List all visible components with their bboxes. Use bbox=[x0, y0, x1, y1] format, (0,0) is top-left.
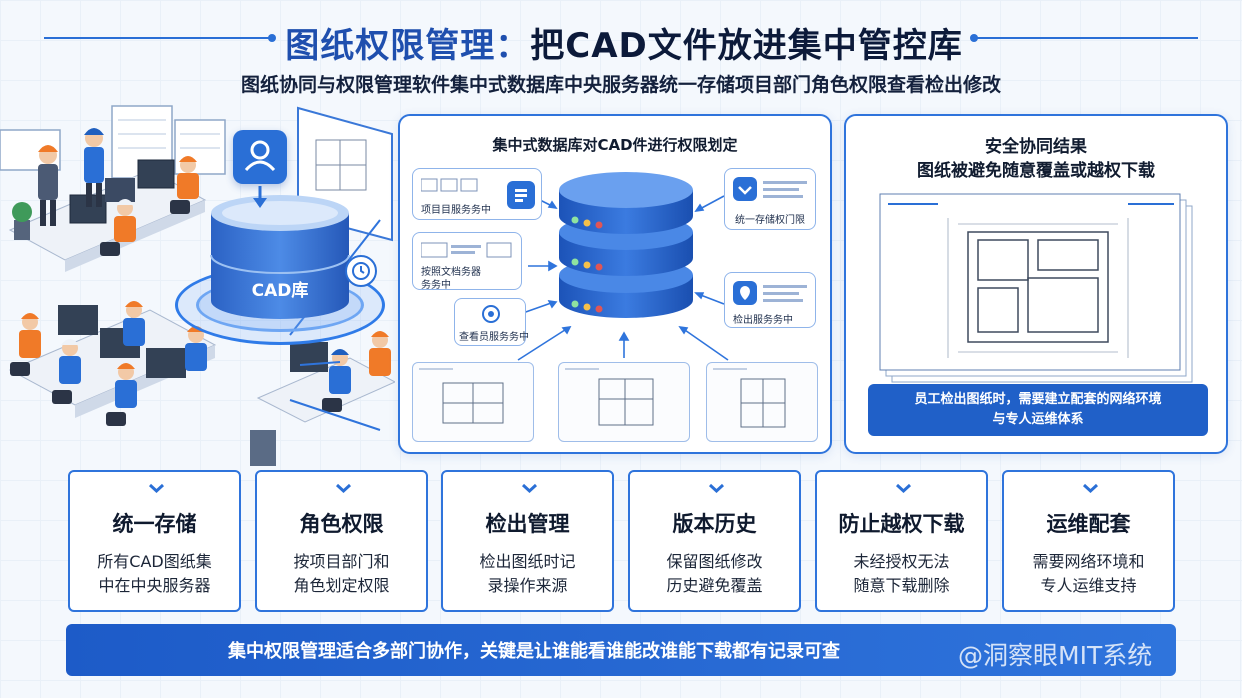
user-icon-tile bbox=[233, 130, 287, 184]
feature-desc-line: 未经授权无法 bbox=[853, 552, 950, 571]
feature-card-storage: 统一存储 所有CAD图纸集中在中央服务器 bbox=[68, 470, 241, 612]
feature-desc: 保留图纸修改历史避免覆盖 bbox=[640, 550, 789, 598]
feature-card-history: 版本历史 保留图纸修改历史避免覆盖 bbox=[628, 470, 801, 612]
document-icon bbox=[507, 181, 535, 209]
center-card-project-text: 项目目服务务中 bbox=[421, 205, 491, 216]
feature-desc-line: 随意下载删除 bbox=[853, 576, 950, 595]
result-panel: 安全协同结果 图纸被避免随意覆盖或越权下载 员工检出图纸时，需要建立配套的网络环… bbox=[844, 114, 1228, 454]
feature-desc-line: 专人运维支持 bbox=[1040, 576, 1137, 595]
chart-thumb-icon bbox=[421, 242, 512, 258]
blueprint-thumb-2 bbox=[558, 362, 690, 442]
feature-desc-line: 历史避免覆盖 bbox=[666, 576, 763, 595]
chevron-down-icon bbox=[708, 483, 725, 494]
feature-desc-line: 需要网络环境和 bbox=[1032, 552, 1145, 571]
chevron-down-icon bbox=[148, 483, 165, 494]
feature-card-ops: 运维配套 需要网络环境和专人运维支持 bbox=[1002, 470, 1175, 612]
feature-desc-line: 中在中央服务器 bbox=[98, 576, 211, 595]
floorplan-icon bbox=[713, 368, 786, 428]
cad-db-label: CAD库 bbox=[251, 281, 309, 301]
feature-card-download-guard: 防止越权下载 未经授权无法随意下载删除 bbox=[815, 470, 988, 612]
chevron-down-icon bbox=[335, 483, 352, 494]
result-panel-title: 安全协同结果 bbox=[985, 137, 1087, 157]
feature-title: 检出管理 bbox=[485, 512, 570, 536]
center-card-archive-text-1: 按照文档务器 bbox=[421, 267, 481, 278]
watermark: @洞察眼MIT系统 bbox=[958, 641, 1153, 670]
feature-card-checkout: 检出管理 检出图纸时记录操作来源 bbox=[441, 470, 614, 612]
center-card-storage-text: 统一存储权门限 bbox=[735, 215, 805, 226]
user-icon bbox=[244, 140, 276, 172]
page-title: 图纸权限管理：把CAD文件放进集中管控库 bbox=[280, 18, 968, 67]
result-notice: 员工检出图纸时，需要建立配套的网络环境 与专人运维体系 bbox=[868, 384, 1208, 436]
feature-desc: 所有CAD图纸集中在中央服务器 bbox=[80, 550, 229, 598]
center-card-view: 查看员服务务中 bbox=[454, 298, 529, 346]
center-card-checkout-text: 检出服务务中 bbox=[733, 315, 793, 326]
feature-desc-line: 录操作来源 bbox=[487, 576, 568, 595]
text-lines-icon bbox=[763, 285, 807, 302]
clock-icon bbox=[352, 262, 370, 280]
lock-icon bbox=[733, 281, 757, 305]
cad-database-icon bbox=[210, 195, 350, 319]
globe-icon bbox=[482, 305, 500, 323]
feature-title: 防止越权下载 bbox=[838, 512, 965, 536]
center-card-storage: 统一存储权门限 bbox=[724, 168, 816, 230]
central-server-icon bbox=[559, 172, 693, 318]
center-panel-title: 集中式数据库对CAD件进行权限划定 bbox=[492, 136, 738, 154]
feature-title: 角色权限 bbox=[299, 512, 384, 536]
page-title-accent: 把CAD文件放进集中管控库 bbox=[530, 26, 963, 66]
desk-row-3 bbox=[250, 342, 395, 466]
plant bbox=[12, 202, 32, 240]
result-notice-line-1: 员工检出图纸时，需要建立配套的网络环境 bbox=[914, 392, 1162, 407]
feature-desc-line: 角色划定权限 bbox=[293, 576, 390, 595]
result-notice-line-2: 与专人运维体系 bbox=[992, 412, 1084, 427]
chevron-down-icon bbox=[1082, 483, 1099, 494]
summary-banner-text: 集中权限管理适合多部门协作，关键是让谁能看谁能改谁能下载都有记录可查 bbox=[228, 641, 840, 662]
down-arrow-icon bbox=[253, 186, 267, 208]
result-panel-subtitle: 图纸被避免随意覆盖或越权下载 bbox=[917, 161, 1155, 181]
feature-desc-line: 保留图纸修改 bbox=[666, 552, 763, 571]
check-icon bbox=[733, 177, 757, 201]
feature-desc-line: 所有CAD图纸集 bbox=[97, 552, 212, 571]
feature-title: 统一存储 bbox=[112, 512, 197, 536]
document-thumb-icon bbox=[421, 178, 478, 192]
title-decor-line-right bbox=[970, 34, 1198, 42]
feature-desc: 检出图纸时记录操作来源 bbox=[453, 550, 602, 598]
center-connectors bbox=[517, 195, 729, 361]
feature-title: 版本历史 bbox=[672, 512, 757, 536]
center-card-archive: 按照文档务器 务务中 bbox=[412, 232, 522, 291]
summary-banner bbox=[66, 624, 1176, 676]
center-card-view-text: 查看员服务务中 bbox=[459, 332, 529, 343]
center-card-project: 项目目服务务中 bbox=[412, 168, 542, 220]
feature-desc: 未经授权无法随意下载删除 bbox=[827, 550, 976, 598]
chevron-down-icon bbox=[521, 483, 538, 494]
chevron-down-icon bbox=[895, 483, 912, 494]
feature-title: 运维配套 bbox=[1046, 512, 1131, 536]
title-decor-line-left bbox=[44, 34, 276, 42]
feature-card-roles: 角色权限 按项目部门和角色划定权限 bbox=[255, 470, 428, 612]
text-lines-icon bbox=[763, 181, 807, 198]
blueprint-sheet bbox=[879, 193, 1193, 383]
center-card-archive-text-2: 务务中 bbox=[421, 280, 451, 291]
floorplan-icon bbox=[565, 368, 654, 426]
page-subtitle: 图纸协同与权限管理软件集中式数据库中央服务器统一存储项目部门角色权限查看检出修改 bbox=[240, 74, 1001, 96]
floorplan-icon bbox=[419, 368, 504, 424]
blueprint-thumb-3 bbox=[706, 362, 818, 442]
wall-screens bbox=[0, 105, 226, 179]
chairs bbox=[10, 200, 342, 426]
page-title-main: 图纸权限管理： bbox=[285, 26, 531, 66]
feature-desc: 按项目部门和角色划定权限 bbox=[267, 550, 416, 598]
center-card-checkout: 检出服务务中 bbox=[724, 272, 816, 328]
feature-desc-line: 按项目部门和 bbox=[293, 552, 390, 571]
blueprint-thumb-1 bbox=[412, 362, 534, 442]
clock-badge bbox=[345, 255, 377, 287]
feature-desc-line: 检出图纸时记 bbox=[479, 552, 576, 571]
feature-desc: 需要网络环境和专人运维支持 bbox=[1014, 550, 1163, 598]
